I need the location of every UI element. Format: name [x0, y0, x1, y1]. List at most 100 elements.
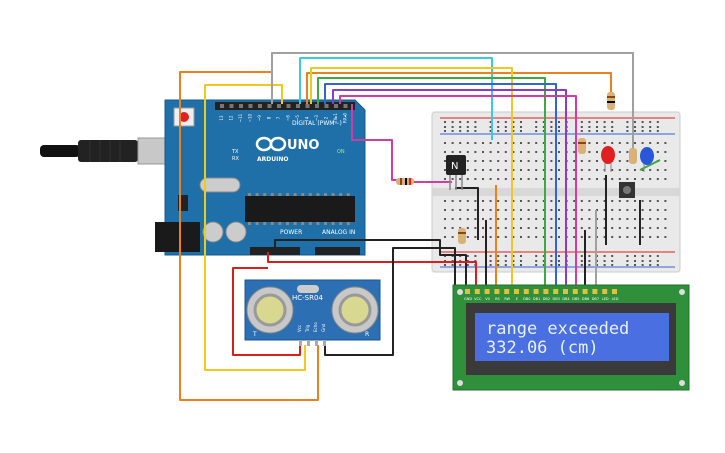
digital-label: DIGITAL (PWM~) — [292, 120, 342, 127]
digital-pin-label: ~10 — [248, 113, 253, 122]
digital-pin-hole[interactable] — [229, 104, 234, 108]
lcd-pin-label: V0 — [485, 297, 490, 301]
wire-orange-top — [306, 72, 612, 104]
lcd-pin-label: DB1 — [533, 297, 540, 301]
lcd-pin-label: DB5 — [572, 297, 579, 301]
digital-pin-label: 12 — [229, 115, 234, 121]
lcd-pin[interactable] — [504, 289, 510, 294]
lcd-pin-label: DB3 — [553, 297, 560, 301]
lcd-pin-label: DB0 — [523, 297, 530, 301]
lcd-pin[interactable] — [494, 289, 500, 294]
red-led — [601, 146, 615, 172]
digital-pin-hole[interactable] — [220, 104, 224, 108]
wire-gray — [271, 52, 634, 150]
lcd-line-2: 332.06 (cm) — [486, 338, 599, 358]
receiver-mark: R — [365, 331, 369, 338]
lcd-pin-label: DB7 — [592, 297, 599, 301]
analog-label: ANALOG IN — [322, 229, 355, 236]
lcd-pin-label: DB2 — [543, 297, 550, 301]
lcd-pin[interactable] — [582, 289, 588, 294]
microcontroller-chip — [245, 196, 355, 222]
digital-pin-hole[interactable] — [248, 104, 253, 108]
wire-yellow-lcd — [310, 67, 513, 290]
wire-purple — [332, 89, 567, 290]
lcd-pin[interactable] — [563, 289, 568, 294]
lcd-pin[interactable] — [474, 289, 480, 294]
lcd-pin-label: LED — [612, 297, 619, 301]
sensor-pin-label: Echo — [313, 322, 318, 332]
digital-pin-hole[interactable] — [315, 104, 319, 108]
transmitter-mark: T — [252, 331, 257, 338]
digital-pin-hole[interactable] — [343, 104, 348, 108]
digital-pin-label: 2 — [324, 116, 329, 119]
lcd-pin[interactable] — [612, 289, 617, 294]
digital-pin-hole[interactable] — [267, 104, 272, 108]
arduino-logo — [255, 136, 287, 152]
lcd-pin-label: VCC — [474, 297, 482, 301]
digital-pin-label: ~5 — [295, 115, 300, 121]
power-label: POWER — [280, 229, 302, 236]
sensor-pin-label: Vcc — [297, 325, 302, 332]
lcd-pin-label: RW — [504, 297, 510, 301]
digital-pin-label: TX▸1 — [333, 113, 338, 124]
digital-pin-label: ~11 — [238, 113, 243, 122]
wire-blue — [324, 83, 557, 290]
lcd-pin[interactable] — [572, 289, 578, 294]
resistor-led — [578, 138, 586, 154]
wire-magenta-transistor — [351, 104, 402, 181]
lcd-screen — [475, 313, 669, 361]
lcd-pin[interactable] — [592, 289, 598, 294]
blue-led — [640, 147, 654, 172]
sensor-pin-label: Trig — [305, 324, 310, 333]
digital-pin-label: 13 — [219, 115, 224, 121]
lcd-pin[interactable] — [523, 289, 529, 294]
wire-red-power — [267, 252, 477, 290]
digital-pin-label: ~9 — [257, 115, 262, 121]
digital-pin-label: ~3 — [314, 115, 319, 121]
wire-green — [317, 77, 546, 290]
lcd-line-1: range exceeded — [486, 319, 629, 339]
wire-magenta — [339, 95, 577, 290]
lcd-pin[interactable] — [484, 289, 490, 294]
wire-black-sensor — [324, 247, 456, 356]
lcd-pin[interactable] — [602, 289, 608, 294]
digital-pin-hole[interactable] — [305, 104, 310, 108]
resistor-bottom — [458, 228, 466, 244]
lcd-pin[interactable] — [553, 289, 559, 294]
wire-green-led — [639, 159, 661, 171]
digital-pin-hole[interactable] — [258, 104, 262, 108]
rx-label: RX — [232, 156, 239, 162]
board-brand: ARDUINO — [257, 156, 288, 163]
lcd-pin-label: DB4 — [562, 297, 570, 301]
usb-cable — [40, 137, 179, 165]
lcd-pin[interactable] — [514, 289, 519, 294]
lcd-pin[interactable] — [465, 289, 470, 294]
sensor-pin-label: Gnd — [321, 323, 326, 332]
digital-pin-hole[interactable] — [296, 104, 300, 108]
lcd-pin-label: GND — [464, 297, 472, 301]
lcd-pin-label: RS — [495, 297, 500, 301]
lcd-pin-label: DB6 — [582, 297, 589, 301]
digital-pin-label: 8 — [267, 116, 272, 119]
digital-pin-label: ~6 — [286, 115, 291, 121]
digital-pin-hole[interactable] — [239, 104, 243, 108]
resistor-right — [629, 148, 637, 164]
lcd-pin-label: LED — [602, 297, 609, 301]
digital-pin-hole[interactable] — [286, 104, 291, 108]
digital-pin-hole[interactable] — [334, 104, 338, 108]
lcd-pin[interactable] — [543, 289, 549, 294]
digital-pin-hole[interactable] — [277, 104, 281, 108]
transistor: N — [446, 155, 466, 190]
on-label: ON — [337, 149, 345, 155]
tx-label: TX — [231, 149, 239, 155]
power-jack — [155, 222, 200, 252]
lcd-pin[interactable] — [533, 289, 539, 294]
wire-cyan — [299, 57, 493, 140]
digital-pin-hole[interactable] — [324, 104, 329, 108]
lcd-pin-label: E — [516, 297, 518, 301]
push-button[interactable] — [619, 182, 635, 198]
